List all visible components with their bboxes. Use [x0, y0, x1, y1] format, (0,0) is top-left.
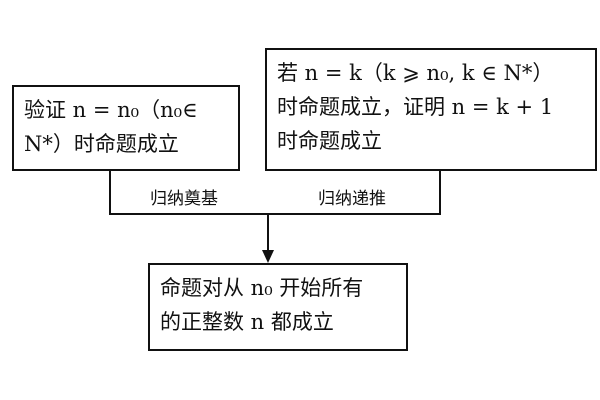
base-case-line-2: N*）时命题成立: [24, 132, 179, 156]
inductive-step-line-3: 时命题成立: [277, 129, 382, 153]
conclusion-line-1: 命题对从 n₀ 开始所有: [160, 276, 364, 300]
down-arrow-head: [262, 250, 274, 263]
base-step-label: 归纳奠基: [150, 189, 218, 209]
base-case-box: 验证 n = n₀（n₀∈ N*）时命题成立: [12, 85, 240, 171]
inductive-step-line-2: 时命题成立，证明 n = k + 1: [277, 95, 554, 119]
inductive-step-box: 若 n = k（k ⩾ n₀, k ∈ N*） 时命题成立，证明 n = k +…: [265, 48, 597, 171]
base-case-line-1: 验证 n = n₀（n₀∈: [24, 98, 198, 122]
inductive-step-line-1: 若 n = k（k ⩾ n₀, k ∈ N*）: [277, 61, 554, 85]
recursive-step-label: 归纳递推: [318, 189, 386, 209]
conclusion-line-2: 的正整数 n 都成立: [160, 310, 334, 334]
conclusion-box: 命题对从 n₀ 开始所有 的正整数 n 都成立: [148, 263, 408, 351]
